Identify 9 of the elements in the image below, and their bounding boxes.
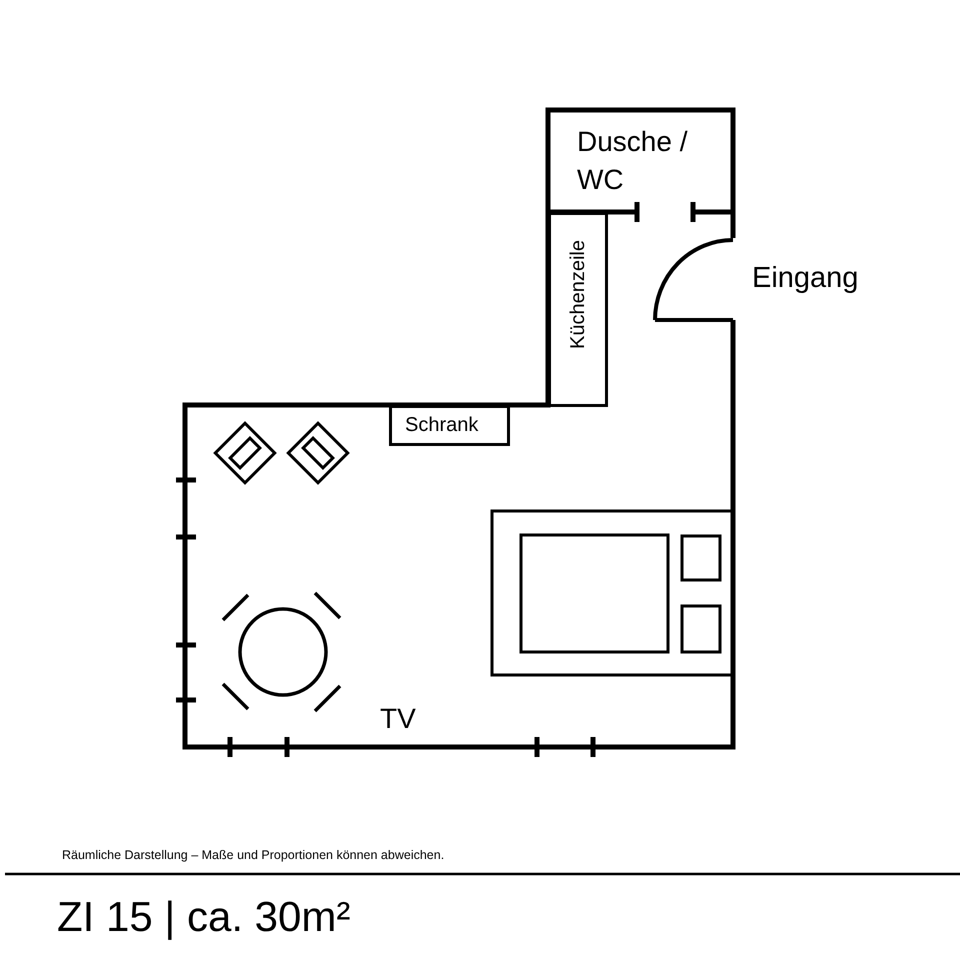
wardrobe-label: Schrank (405, 414, 478, 437)
disclaimer-note: Räumliche Darstellung – Maße und Proportionen können abweichen. (62, 848, 444, 862)
kitchenette-counter (548, 212, 608, 407)
room-label: Dusche / WC (577, 125, 688, 197)
counter-label: Küchenzeile (567, 240, 590, 349)
entrance-label: Eingang (752, 262, 858, 295)
tv-label: TV (380, 703, 416, 735)
room-title: ZI 15 | ca. 30m² (57, 893, 350, 941)
wardrobe (389, 405, 510, 446)
